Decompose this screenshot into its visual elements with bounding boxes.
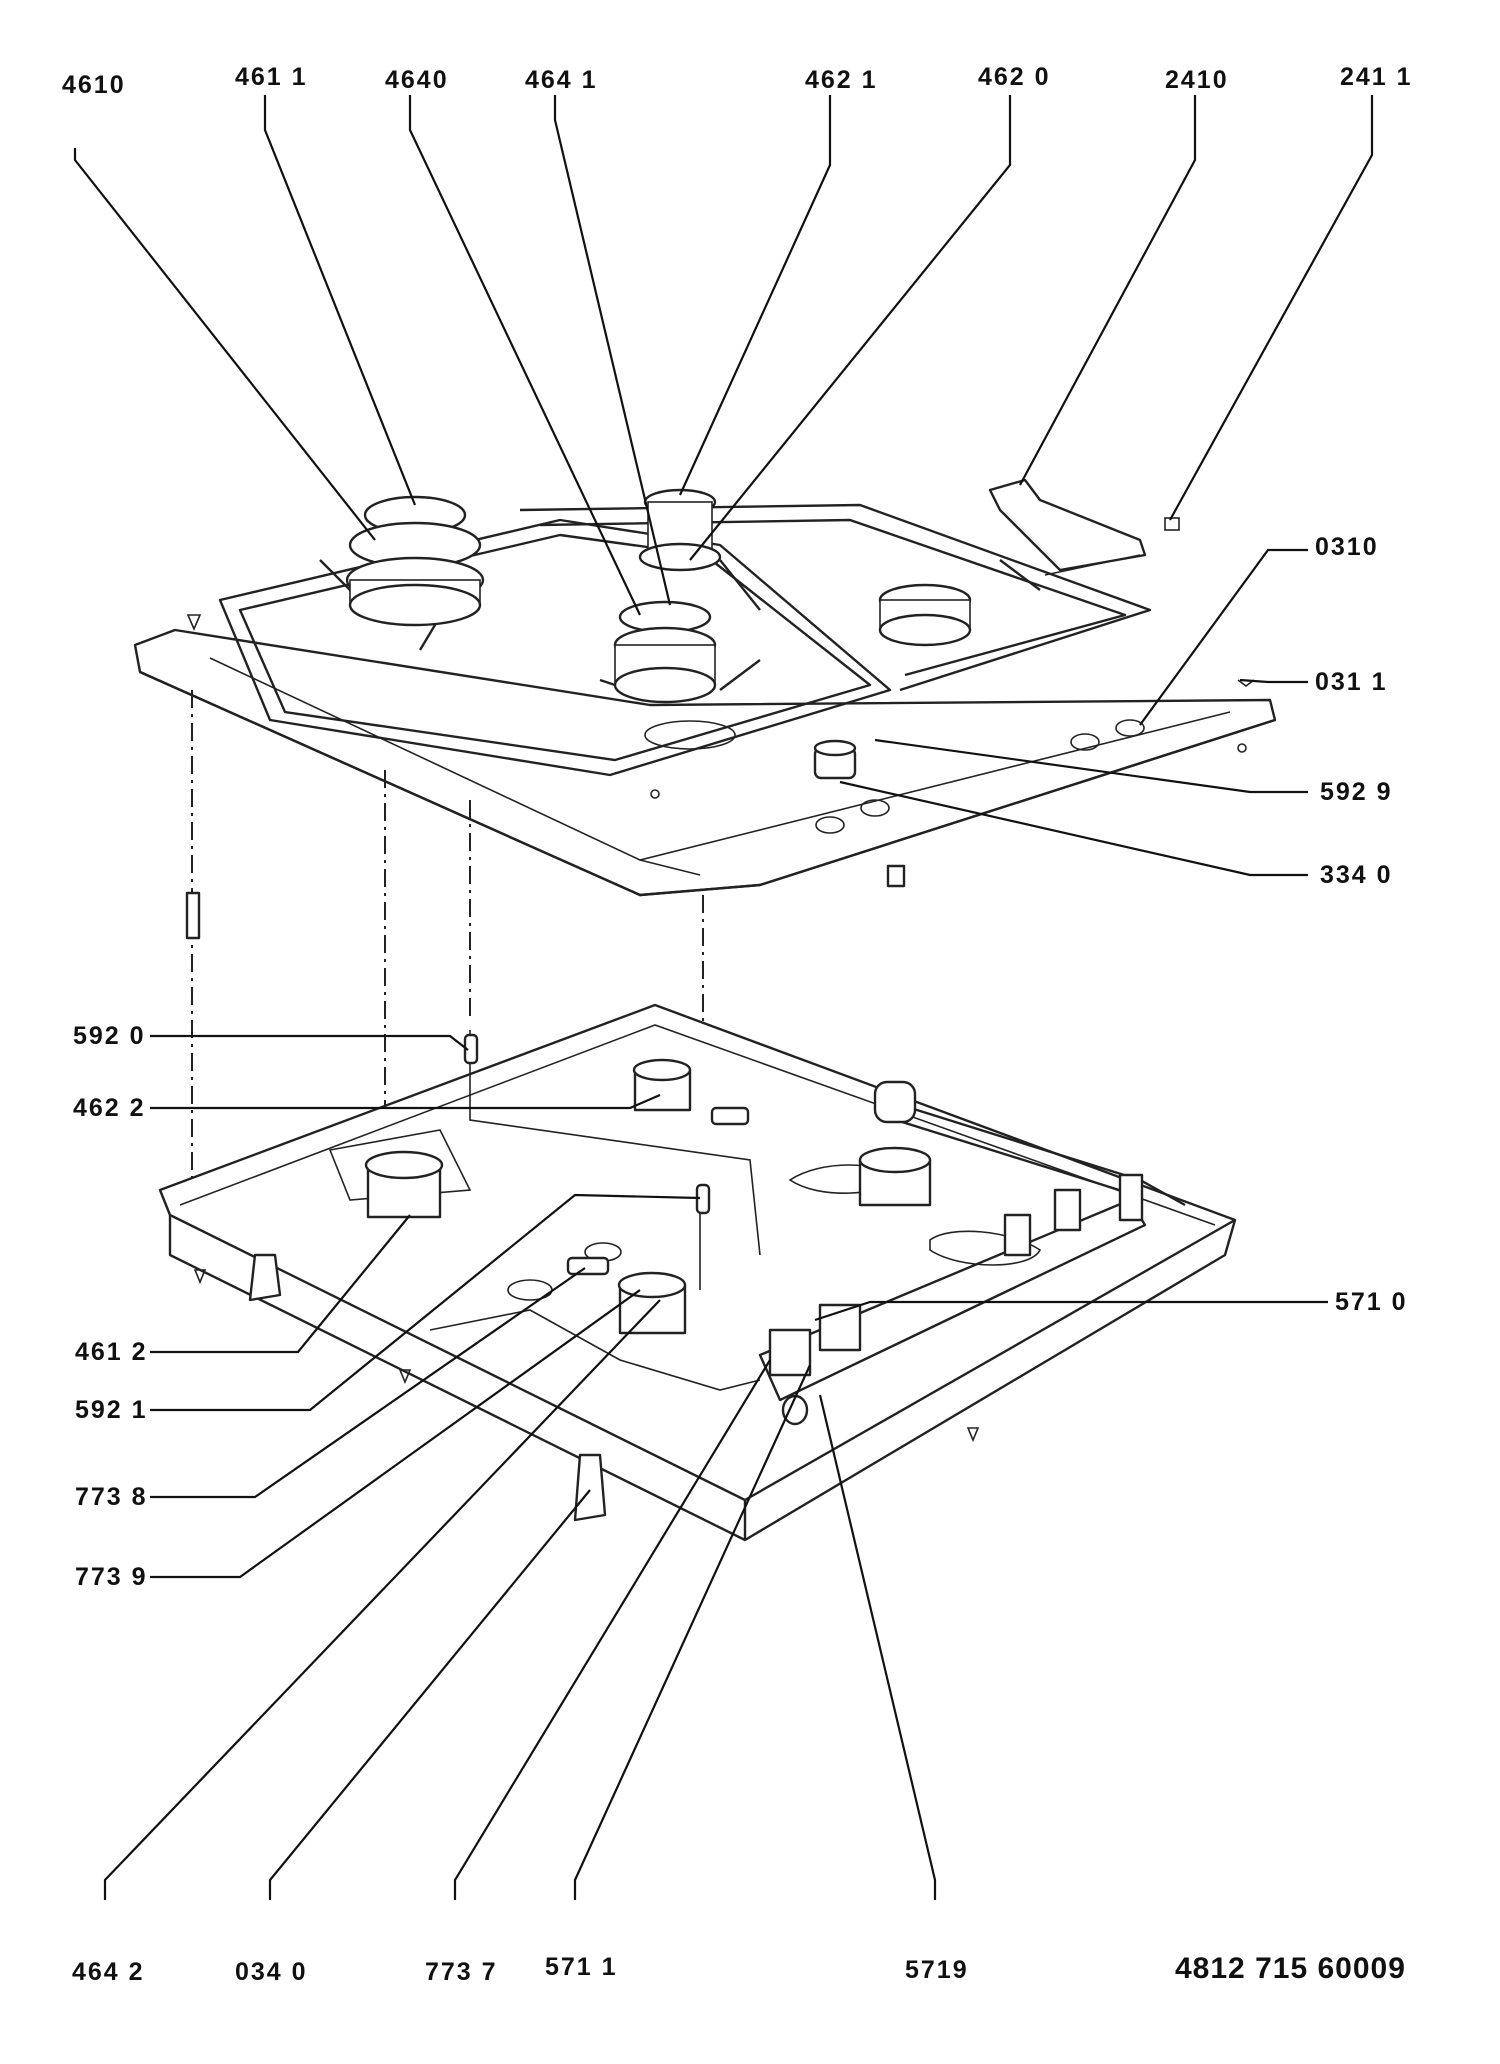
label-5719: 5719	[905, 1956, 969, 1984]
label-7738: 773 8	[75, 1483, 148, 1511]
document-number: 4812 715 60009	[1175, 1952, 1406, 1985]
burner-right	[878, 583, 972, 647]
part-labels: 4610 461 1 4640 464 1 462 1 462 0 2410 2…	[62, 63, 1413, 1986]
burner-front-center	[613, 600, 736, 750]
label-2411: 241 1	[1340, 63, 1413, 91]
label-5920: 592 0	[73, 1022, 146, 1050]
label-0311: 031 1	[1315, 668, 1388, 696]
label-4640: 4640	[385, 66, 449, 94]
label-5929: 592 9	[1320, 778, 1393, 806]
label-4620: 462 0	[978, 63, 1051, 91]
label-0310: 0310	[1315, 533, 1379, 561]
label-4641: 464 1	[525, 66, 598, 94]
hob-top-plate	[133, 614, 1277, 897]
label-7737: 773 7	[425, 1958, 498, 1986]
label-4622: 462 2	[73, 1094, 146, 1122]
label-5921: 592 1	[75, 1396, 148, 1424]
label-3340: 334 0	[1320, 861, 1393, 889]
burner-rear-left	[345, 495, 485, 627]
leader-lines	[73, 95, 1374, 1900]
label-4611: 461 1	[235, 63, 308, 91]
label-7739: 773 9	[75, 1563, 148, 1591]
label-4612: 461 2	[75, 1338, 148, 1366]
label-0340: 034 0	[235, 1958, 308, 1986]
side-trim	[988, 478, 1180, 576]
label-4621: 462 1	[805, 66, 878, 94]
label-2410: 2410	[1165, 66, 1229, 94]
label-5711: 571 1	[545, 1953, 618, 1981]
label-4642: 464 2	[72, 1958, 145, 1986]
label-5710: 571 0	[1335, 1288, 1408, 1316]
hob-tray	[158, 1003, 1237, 1542]
label-4610: 4610	[62, 71, 126, 99]
